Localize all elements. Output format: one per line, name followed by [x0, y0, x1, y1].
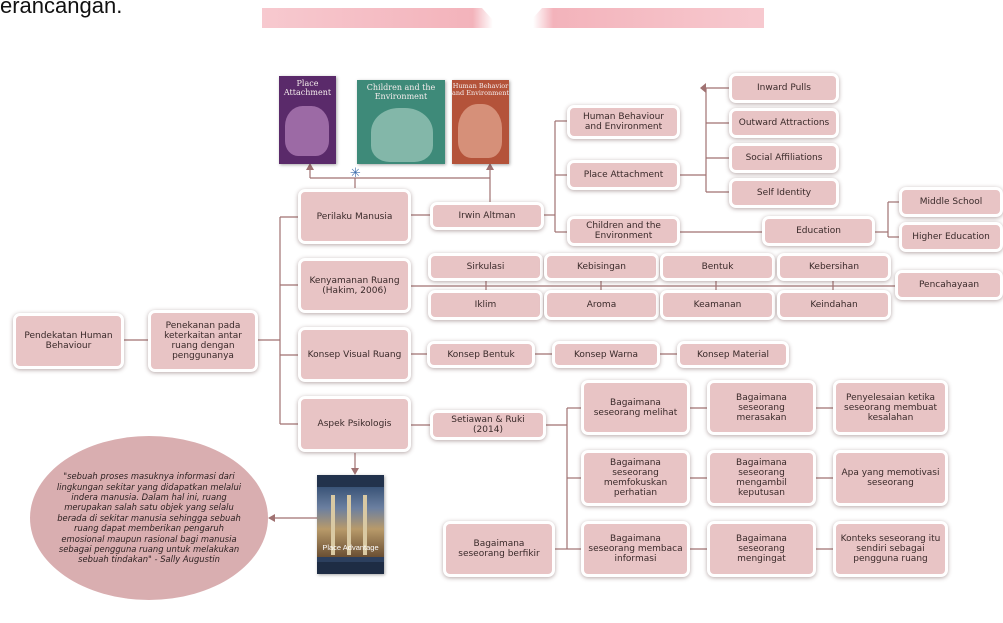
mengingat-node: Bagaimana seseorang mengingat [707, 521, 816, 577]
memfokuskan-node: Bagaimana seseorang memfokuskan perhatia… [581, 450, 690, 506]
bentuk-node: Bentuk [660, 253, 775, 281]
kenyamanan-node: Kenyamanan Ruang (Hakim, 2006) [298, 258, 411, 313]
merasakan-node: Bagaimana seseorang merasakan [707, 380, 816, 435]
berfikir-node: Bagaimana seseorang berfikir [443, 521, 555, 577]
kebisingan-node: Kebisingan [544, 253, 659, 281]
melihat-node: Bagaimana seseorang melihat [581, 380, 690, 435]
membaca-node: Bagaimana seseorang membaca informasi [581, 521, 690, 577]
children-node: Children and the Environment [567, 216, 680, 246]
human-behavior-book: Human Behavior and Environment [452, 80, 509, 164]
header-band [262, 8, 764, 28]
human-behavior-book-title: Human Behavior and Environment [452, 82, 509, 97]
aroma-node: Aroma [544, 290, 659, 320]
kebersihan-node: Kebersihan [777, 253, 891, 281]
keindahan-node: Keindahan [777, 290, 891, 320]
perilaku-node: Perilaku Manusia [298, 189, 411, 244]
keamanan-node: Keamanan [660, 290, 775, 320]
hbe-node: Human Behaviour and Environment [567, 105, 680, 139]
children-environment-book: Children and the Environment [357, 80, 445, 164]
place-attachment-book: Place Attachment [279, 76, 336, 164]
place-advantage-book: Place Advantage [317, 475, 384, 574]
focus-node: Penekanan pada keterkaitan antar ruang d… [148, 310, 258, 372]
setiawan-node: Setiawan & Ruki (2014) [430, 410, 546, 440]
inward-node: Inward Pulls [729, 73, 839, 103]
outward-node: Outward Attractions [729, 108, 839, 138]
middle-school-node: Middle School [899, 187, 1003, 217]
header-fragment: erancangan. [0, 0, 123, 18]
place-advantage-book-title: Place Advantage [322, 543, 379, 552]
mengambil-node: Bagaimana seseorang mengambil keputusan [707, 450, 816, 506]
konteks-node: Konteks seseorang itu sendiri sebagai pe… [833, 521, 948, 577]
education-node: Education [762, 216, 875, 246]
social-node: Social Affiliations [729, 143, 839, 173]
penyelesaian-node: Penyelesaian ketika seseorang membuat ke… [833, 380, 948, 435]
konsep-bentuk-node: Konsep Bentuk [427, 341, 535, 368]
higher-education-node: Higher Education [899, 222, 1003, 252]
pencahayaan-node: Pencahayaan [895, 270, 1003, 300]
root-node: Pendekatan Human Behaviour [13, 313, 124, 369]
konsep-material-node: Konsep Material [677, 341, 789, 368]
sirkulasi-node: Sirkulasi [428, 253, 543, 281]
place-attachment-book-title: Place Attachment [283, 79, 332, 97]
asterisk-icon: ✳ [350, 166, 361, 181]
place-attachment-node: Place Attachment [567, 160, 680, 190]
children-environment-book-title: Children and the Environment [366, 83, 436, 101]
konsep-visual-node: Konsep Visual Ruang [298, 327, 411, 382]
memotivasi-node: Apa yang memotivasi seseorang [833, 450, 948, 506]
irwin-node: Irwin Altman [430, 202, 544, 230]
self-identity-node: Self Identity [729, 178, 839, 208]
aspek-node: Aspek Psikologis [298, 396, 411, 452]
quote-ellipse: "sebuah proses masuknya informasi dari l… [30, 436, 268, 600]
konsep-warna-node: Konsep Warna [552, 341, 660, 368]
iklim-node: Iklim [428, 290, 543, 320]
